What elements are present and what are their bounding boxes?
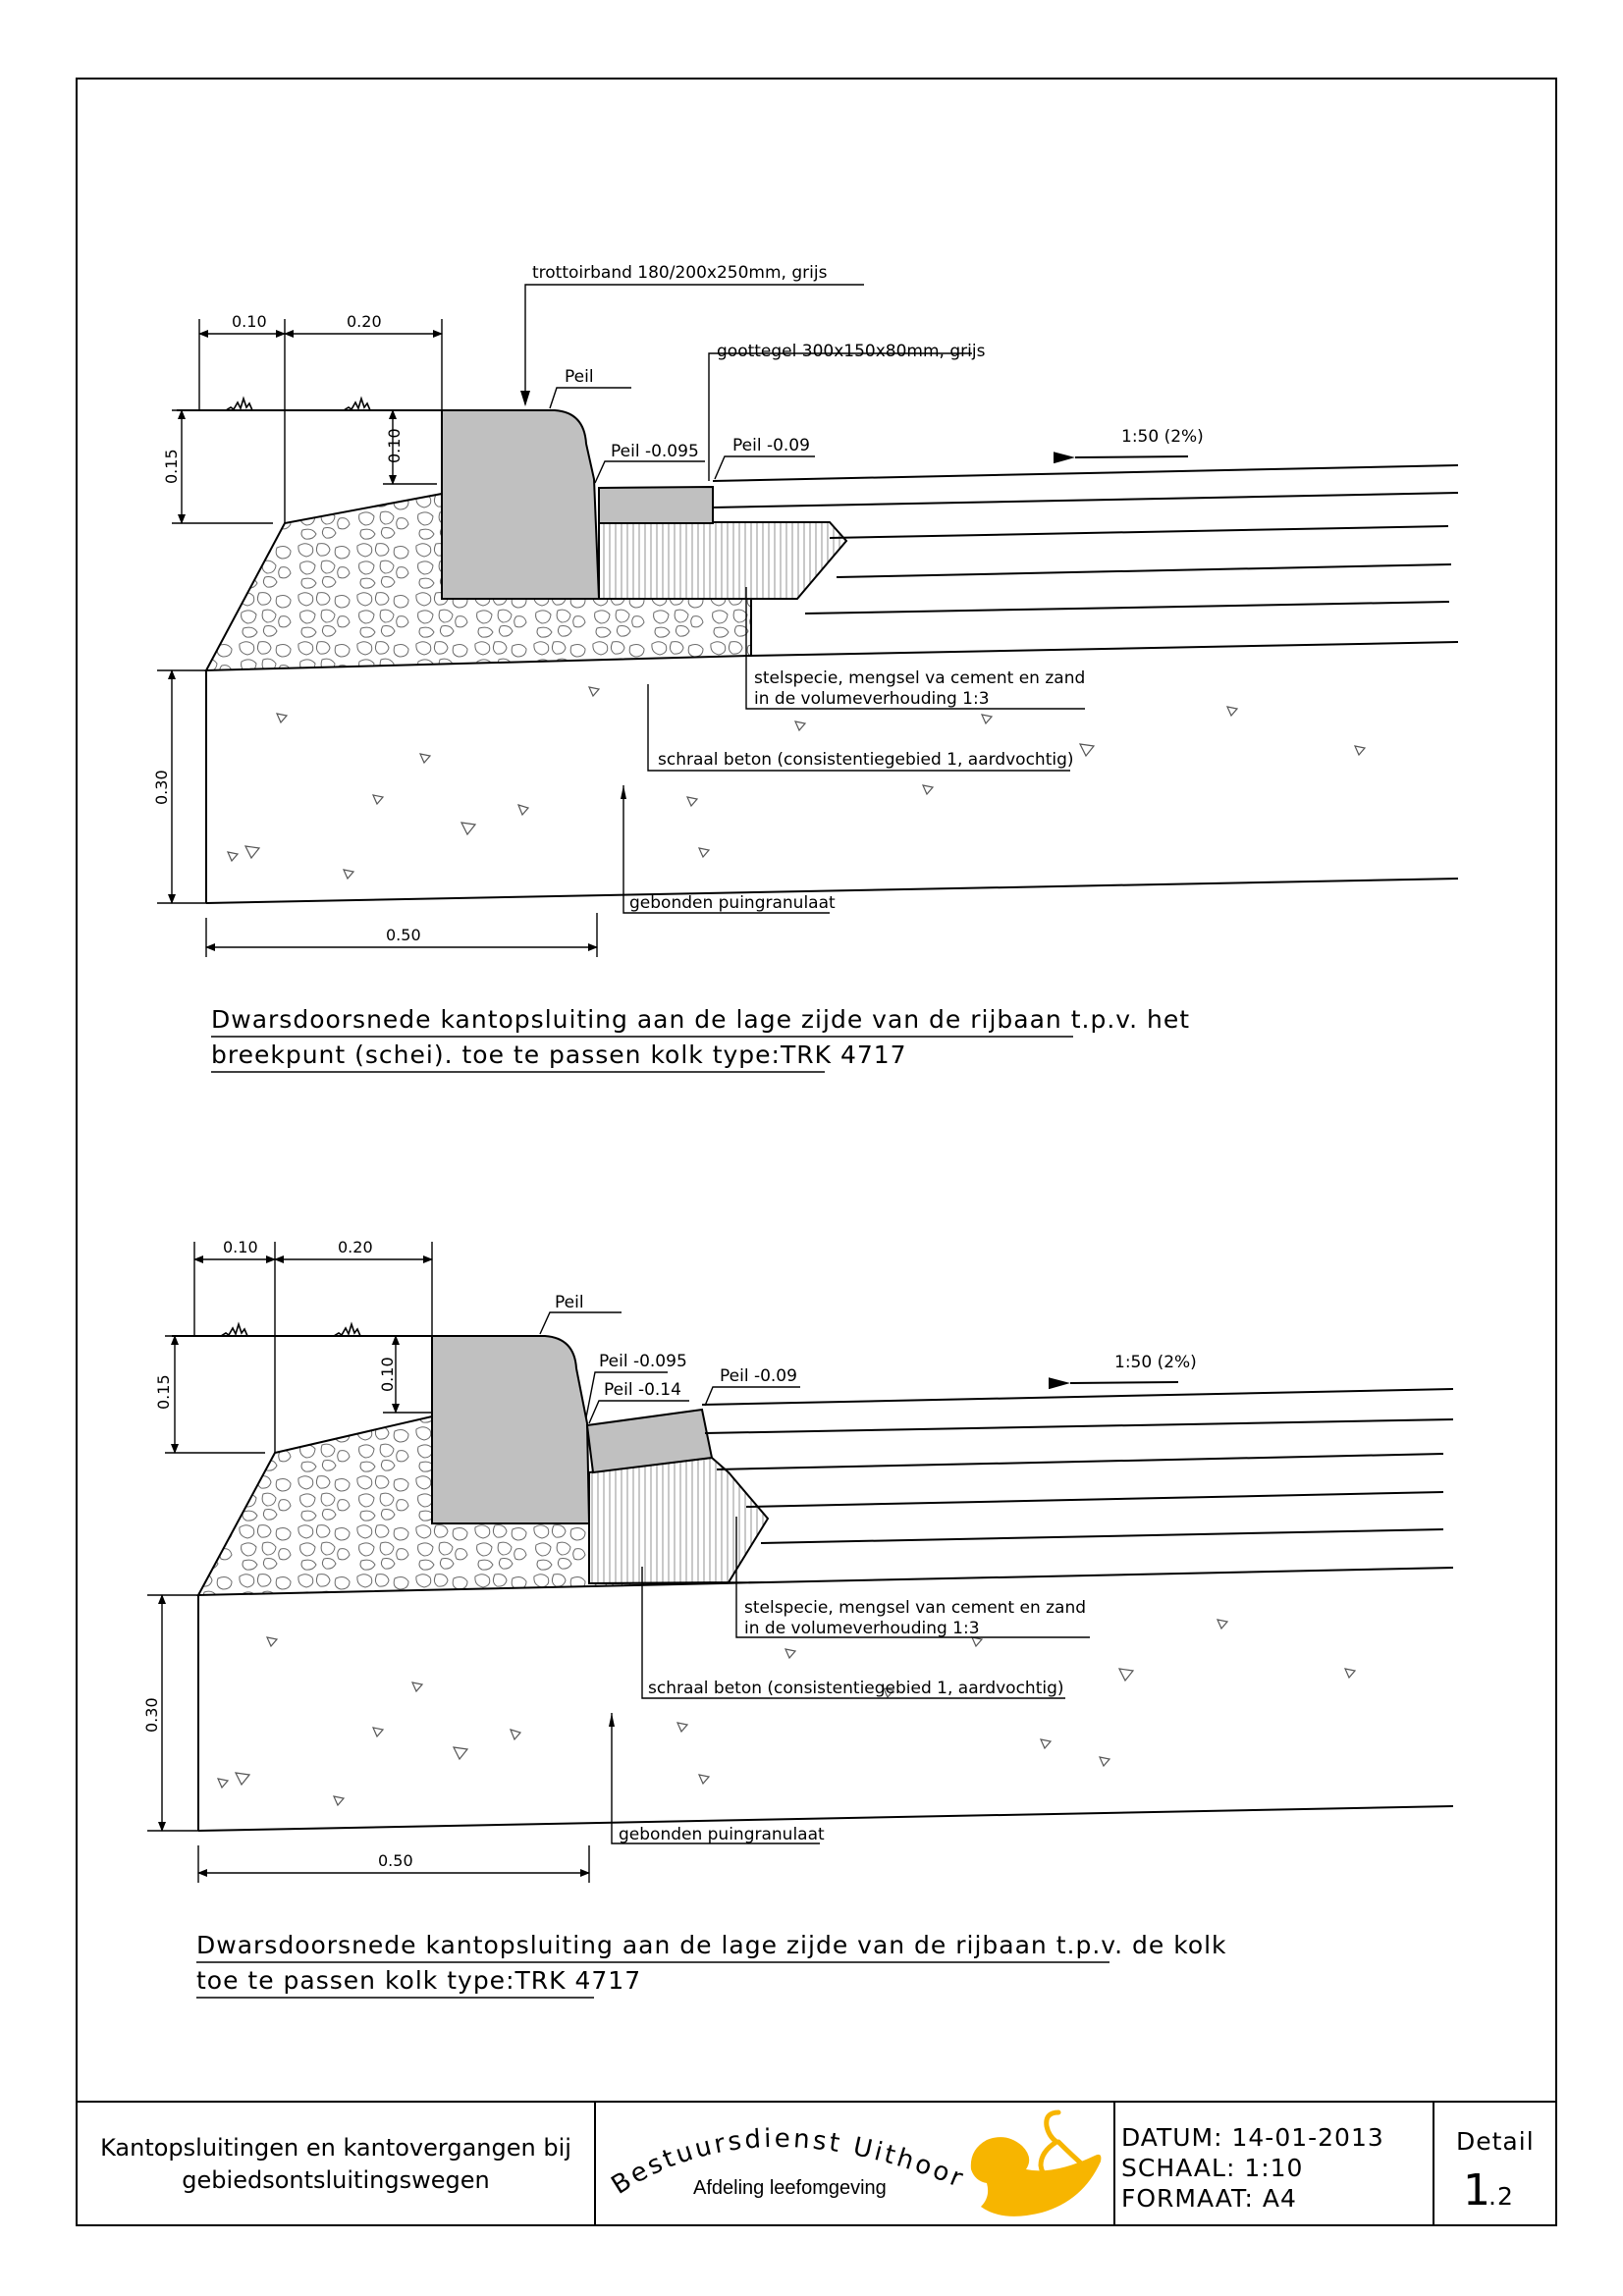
concrete-aggregate-2 (216, 1619, 1357, 1807)
leader-arrowhead-1 (520, 391, 530, 406)
label-schraal-beton-1: schraal beton (consistentiegebied 1, aar… (658, 750, 1074, 770)
bedding-mortar-1 (598, 521, 848, 600)
road-line-1e (804, 601, 1450, 614)
label-stelspecie-line2-1: in de volumeverhouding 1:3 (754, 689, 990, 709)
road-line-1b (712, 492, 1459, 508)
label-peil-014-2: Peil -0.14 (604, 1380, 681, 1400)
road-line-1c (829, 525, 1449, 539)
leader-lines-1 (524, 284, 1085, 914)
label-stelspecie-line1-2: stelspecie, mengsel van cement en zand (744, 1598, 1086, 1618)
label-schraal-beton-2: schraal beton (consistentiegebied 1, aar… (648, 1679, 1064, 1698)
road-line-2d (745, 1491, 1444, 1508)
dim-label-020-1: 0.20 (347, 312, 382, 331)
leader-arrowhead-2 (621, 785, 626, 799)
label-peil-2: Peil (555, 1293, 584, 1312)
dim-label-030-1: 0.30 (152, 770, 171, 805)
dim-label-050-2: 0.50 (378, 1851, 413, 1870)
road-line-1f (750, 641, 1459, 657)
label-peil-0095-2: Peil -0.095 (599, 1352, 687, 1371)
label-peil-1: Peil (565, 367, 594, 387)
label-peil-009-2: Peil -0.09 (720, 1366, 797, 1386)
concrete-bottom-line-2 (197, 1805, 1454, 1832)
gutter-tile-1 (598, 485, 714, 524)
dim-label-010v-2: 0.10 (378, 1357, 397, 1392)
label-goottegel-1: goottegel 300x150x80mm, grijs (717, 342, 986, 361)
label-puingranulaat-1: gebonden puingranulaat (629, 893, 836, 913)
caption-line-2b: toe te passen kolk type:TRK 4717 (196, 1966, 641, 1995)
road-line-2c (716, 1453, 1444, 1470)
road-line-2a (701, 1388, 1454, 1406)
slope-arrow-1 (1053, 452, 1189, 464)
grass-tuft-2a (220, 1321, 248, 1337)
format-field: FORMAAT: A4 (1121, 2184, 1297, 2213)
dim-label-010v-1: 0.10 (385, 428, 404, 463)
label-slope-2: 1:50 (2%) (1114, 1353, 1197, 1372)
bedding-mortar-2 (588, 1456, 770, 1585)
dim-label-030-2: 0.30 (142, 1697, 161, 1733)
kerb-stone-1 (441, 409, 601, 600)
detail-label: Detail (1456, 2127, 1535, 2156)
caption-line-1b: breekpunt (schei). toe te passen kolk ty… (211, 1041, 907, 1069)
grass-tuft-2b (333, 1321, 361, 1337)
sheet-border (76, 78, 1557, 2226)
logo-subtitle: Afdeling leefomgeving (693, 2177, 887, 2199)
dim-label-020-2: 0.20 (338, 1238, 373, 1256)
dim-label-010-1: 0.10 (232, 312, 267, 331)
detail-2-section: 0.10 0.20 0.15 0.10 0.30 0.50 Peil Peil … (142, 1238, 1454, 1999)
road-line-2b (704, 1418, 1454, 1434)
dim-label-015-1: 0.15 (162, 449, 181, 484)
detail-number: 1 (1463, 2165, 1490, 2216)
label-peil-009-1: Peil -0.09 (732, 436, 810, 455)
dim-label-015-2: 0.15 (154, 1374, 173, 1410)
leader-lines-2 (539, 1311, 1090, 1844)
concrete-aggregate-1 (226, 686, 1367, 881)
dim-label-050-1: 0.50 (386, 926, 421, 944)
leader-arrowhead-3 (609, 1713, 615, 1727)
label-peil-0095-1: Peil -0.095 (611, 442, 699, 461)
label-slope-1: 1:50 (2%) (1121, 427, 1204, 447)
road-line-2e (760, 1528, 1444, 1544)
grass-tuft-1b (343, 396, 371, 411)
label-puingranulaat-2: gebonden puingranulaat (619, 1825, 825, 1844)
caption-line-2a: Dwarsdoorsnede kantopsluiting aan de lag… (196, 1931, 1227, 1959)
logo-ampersand-icon (1038, 2109, 1091, 2184)
dimension-lines-1 (157, 319, 598, 957)
caption-line-1a: Dwarsdoorsnede kantopsluiting aan de lag… (211, 1005, 1190, 1034)
organisation-logo: Bestuursdienst Uithoorn Afdeling leefomg… (0, 0, 1102, 2216)
detail-1-section: 0.10 0.20 0.15 0.10 0.30 0.50 trottoirba… (152, 263, 1459, 1073)
label-stelspecie-line2-2: in de volumeverhouding 1:3 (744, 1619, 980, 1638)
slope-arrow-2 (1048, 1377, 1179, 1390)
logo-wordmark: Bestuursdienst Uithoorn (0, 0, 966, 2201)
kerb-stone-2 (431, 1335, 591, 1524)
label-trottoirband-1: trottoirband 180/200x250mm, grijs (532, 263, 828, 283)
dim-label-010-2: 0.10 (223, 1238, 258, 1256)
gutter-tile-2 (585, 1408, 714, 1474)
grass-tuft-1a (225, 396, 253, 411)
project-title-line-2: gebiedsontsluitingswegen (182, 2166, 489, 2194)
road-line-1d (836, 563, 1452, 578)
road-line-1a (712, 464, 1459, 482)
detail-suffix: .2 (1488, 2182, 1514, 2211)
dimension-lines-2 (147, 1242, 590, 1883)
concrete-bottom-line-1 (205, 878, 1459, 904)
label-stelspecie-line1-1: stelspecie, mengsel va cement en zand (754, 668, 1085, 688)
project-title-line-1: Kantopsluitingen en kantovergangen bij (100, 2134, 571, 2162)
logo-horn-icon (970, 2137, 1102, 2216)
road-line-2f (765, 1567, 1454, 1583)
date-field: DATUM: 14-01-2013 (1121, 2123, 1384, 2152)
scale-field: SCHAAL: 1:10 (1121, 2154, 1303, 2182)
